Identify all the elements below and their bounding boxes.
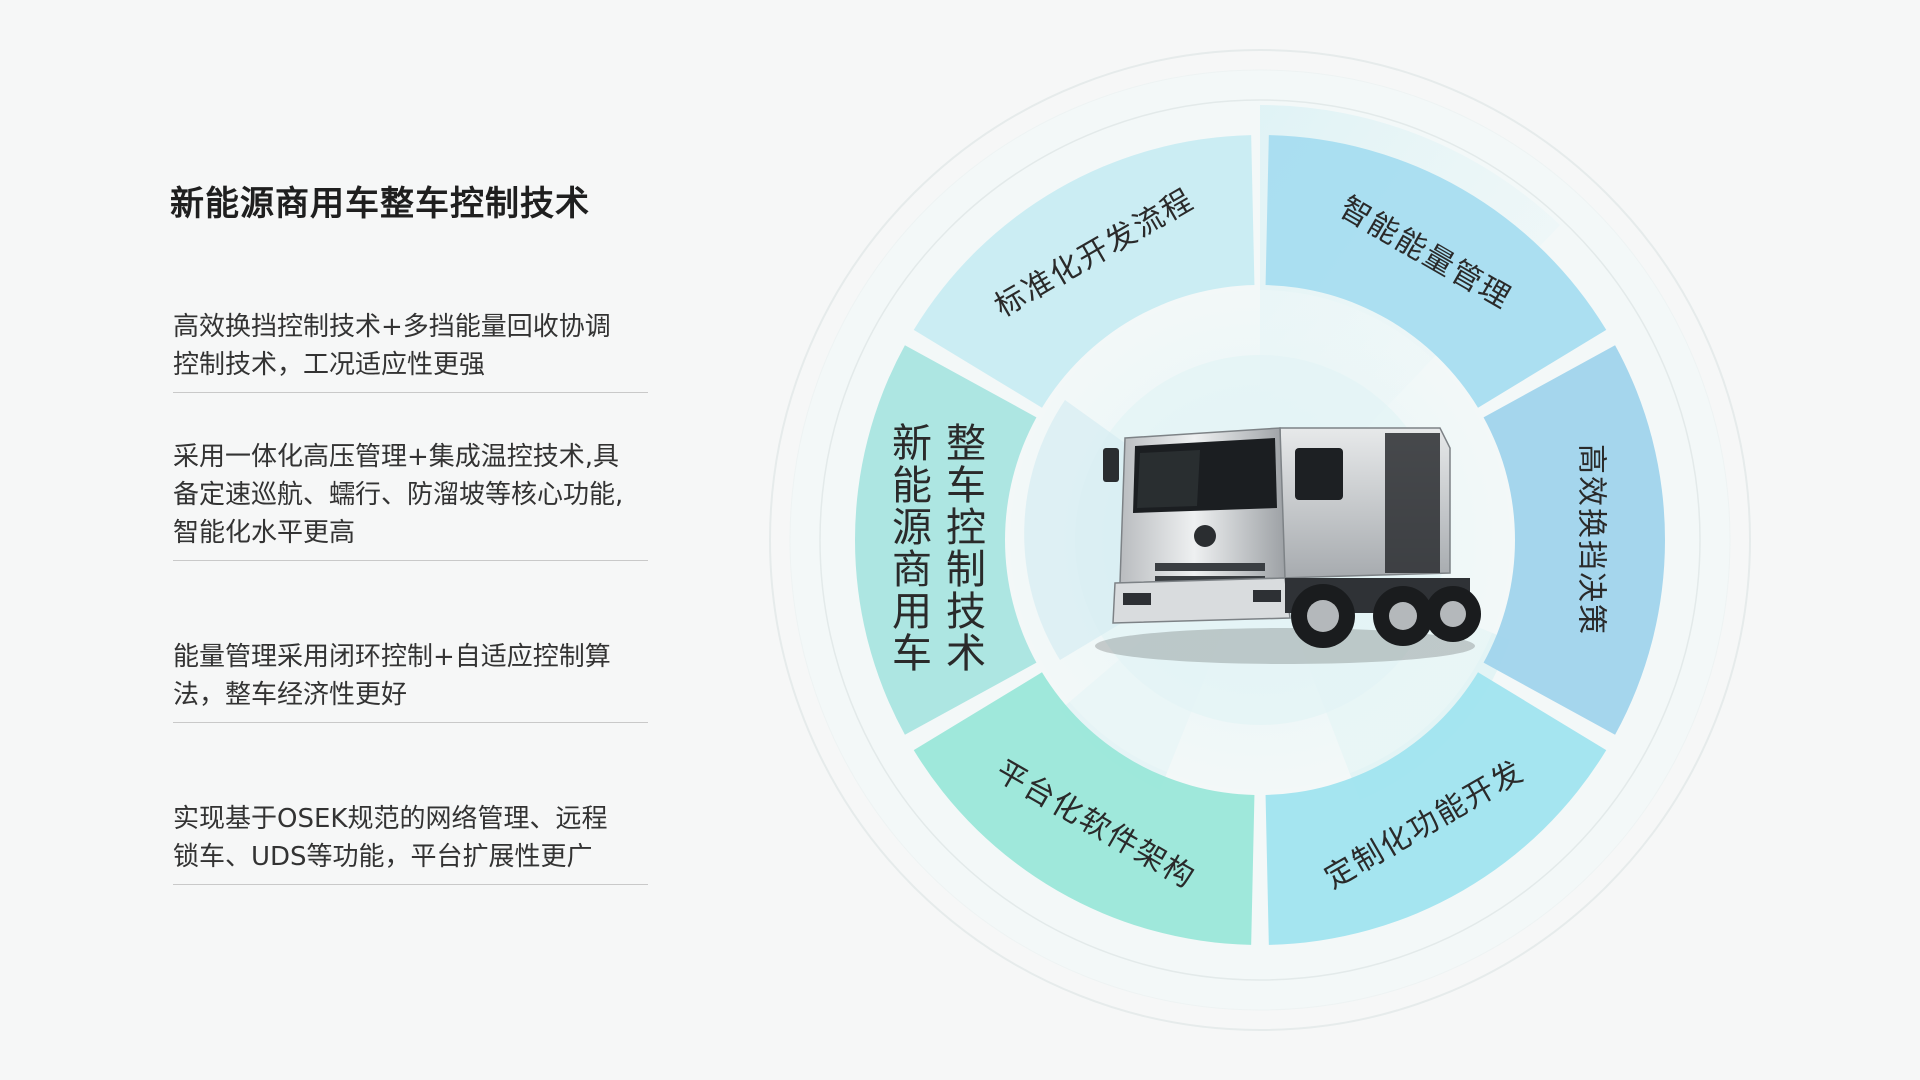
feature-item-3: 能量管理采用闭环控制+自适应控制算 法，整车经济性更好 bbox=[173, 638, 648, 723]
ring-diagram: 标准化开发流程智能能量管理高效换挡决策定制化功能开发平台化软件架构 新能源商用车… bbox=[740, 20, 1780, 1060]
feature-item-1: 高效换挡控制技术+多挡能量回收协调 控制技术，工况适应性更强 bbox=[173, 308, 648, 393]
feature-line: 法，整车经济性更好 bbox=[173, 680, 408, 710]
feature-line: 锁车、UDS等功能，平台扩展性更广 bbox=[173, 842, 593, 872]
outer-ring-line bbox=[769, 49, 1751, 1031]
feature-line: 高效换挡控制技术+多挡能量回收协调 bbox=[173, 312, 611, 342]
ring-segment bbox=[855, 345, 1037, 735]
left-panel: 新能源商用车整车控制技术 高效换挡控制技术+多挡能量回收协调 控制技术，工况适应… bbox=[0, 0, 720, 1080]
truck-tractor-icon bbox=[1095, 427, 1481, 664]
center-title-right: 整车控制技术 bbox=[939, 422, 985, 674]
feature-line: 智能化水平更高 bbox=[173, 518, 356, 548]
center-title-left: 新能源商用车 bbox=[885, 422, 931, 674]
feature-line: 控制技术，工况适应性更强 bbox=[173, 350, 486, 380]
segment-group: 标准化开发流程智能能量管理高效换挡决策定制化功能开发平台化软件架构 bbox=[855, 135, 1666, 945]
feature-line: 备定速巡航、蠕行、防溜坡等核心功能, bbox=[173, 480, 624, 510]
inner-ring-line bbox=[819, 99, 1701, 981]
ring-segment bbox=[1265, 135, 1607, 408]
truck-image bbox=[1085, 378, 1485, 668]
feature-line: 采用一体化高压管理+集成温控技术,具 bbox=[173, 442, 620, 472]
page-title: 新能源商用车整车控制技术 bbox=[170, 184, 590, 224]
ring-segment bbox=[913, 135, 1255, 408]
ring-segment bbox=[1265, 672, 1607, 945]
feature-line: 能量管理采用闭环控制+自适应控制算 bbox=[173, 642, 611, 672]
feature-item-4: 实现基于OSEK规范的网络管理、远程 锁车、UDS等功能，平台扩展性更广 bbox=[173, 800, 648, 885]
feature-line: 实现基于OSEK规范的网络管理、远程 bbox=[173, 804, 608, 834]
segment-label: 高效换挡决策 bbox=[1574, 444, 1609, 636]
ring-segment bbox=[913, 672, 1255, 945]
ring-segment bbox=[1483, 345, 1666, 735]
feature-item-2: 采用一体化高压管理+集成温控技术,具 备定速巡航、蠕行、防溜坡等核心功能, 智能… bbox=[173, 438, 648, 561]
ring-diagram-svg: 标准化开发流程智能能量管理高效换挡决策定制化功能开发平台化软件架构 bbox=[769, 49, 1751, 1031]
